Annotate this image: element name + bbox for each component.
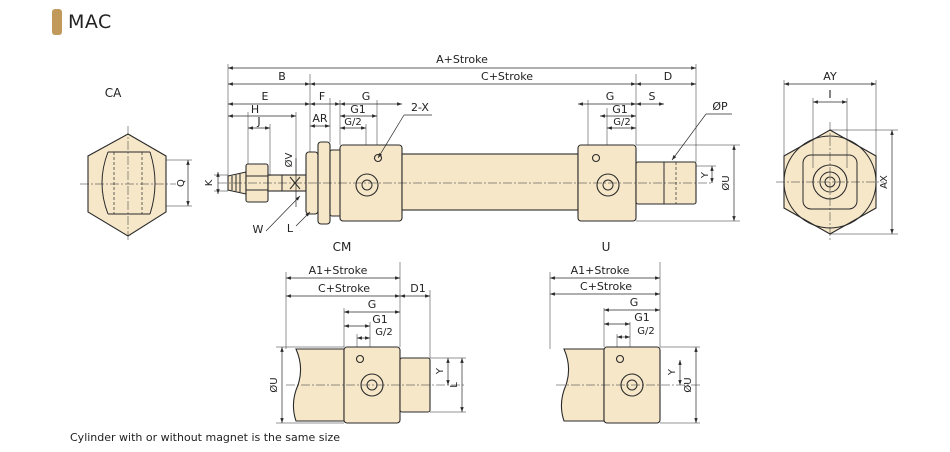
u-view: U A1+Stroke C+Stroke G G1 G/2 bbox=[549, 240, 700, 424]
u-screw bbox=[615, 354, 625, 364]
label-b: B bbox=[278, 70, 286, 83]
header: MAC bbox=[52, 8, 112, 36]
cm-view: CM A1+Stroke C+Stroke D1 G G1 bbox=[268, 240, 466, 424]
label-k: K bbox=[204, 179, 215, 186]
label-e: E bbox=[262, 90, 269, 103]
label-g1-u: G1 bbox=[634, 311, 650, 324]
label-ay: AY bbox=[823, 70, 837, 83]
label-c-stroke-cm: C+Stroke bbox=[318, 282, 370, 295]
label-g-cm: G bbox=[368, 298, 377, 311]
label-w: W bbox=[253, 223, 264, 236]
label-f: F bbox=[319, 90, 325, 103]
label-l-cm: L bbox=[449, 382, 460, 388]
label-g2-rear: G/2 bbox=[613, 117, 630, 128]
label-a1-stroke-cm: A1+Stroke bbox=[309, 264, 368, 277]
label-s: S bbox=[649, 90, 656, 103]
label-a-stroke: A+Stroke bbox=[436, 53, 488, 66]
ca-rod-outline bbox=[101, 151, 156, 215]
leader-w bbox=[265, 195, 301, 232]
cylinder-barrel bbox=[401, 153, 579, 211]
end-view: AY I AX bbox=[776, 70, 898, 242]
label-c-stroke: C+Stroke bbox=[481, 70, 533, 83]
view-label-cm: CM bbox=[333, 240, 352, 254]
ca-view: CA Q bbox=[80, 86, 192, 242]
label-g2-cm: G/2 bbox=[375, 327, 392, 338]
label-d: D bbox=[664, 70, 672, 83]
leader-p bbox=[671, 113, 707, 161]
label-v: ØV bbox=[283, 152, 295, 167]
label-l: L bbox=[287, 222, 294, 235]
main-view: A+Stroke B C+Stroke D E F G G1 G/2 AR H … bbox=[204, 53, 740, 236]
label-p: ØP bbox=[712, 100, 728, 113]
footnote: Cylinder with or without magnet is the s… bbox=[70, 431, 341, 444]
label-c-stroke-u: C+Stroke bbox=[580, 280, 632, 293]
label-y: Y bbox=[700, 171, 711, 179]
leader-l bbox=[295, 211, 311, 227]
label-u: ØU bbox=[720, 175, 732, 190]
label-y-u: Y bbox=[667, 368, 678, 376]
label-ar: AR bbox=[312, 112, 328, 125]
rear-port bbox=[596, 173, 620, 197]
label-j: J bbox=[256, 115, 260, 128]
label-2x: 2-X bbox=[411, 101, 429, 114]
label-g2-u: G/2 bbox=[637, 326, 654, 337]
label-u-cm: ØU bbox=[268, 377, 280, 392]
label-g1-front: G1 bbox=[350, 103, 366, 116]
label-a1-stroke-u: A1+Stroke bbox=[571, 264, 630, 277]
label-g1-rear: G1 bbox=[612, 103, 628, 116]
leader-2x bbox=[377, 114, 405, 159]
rear-screw bbox=[591, 153, 601, 163]
label-i: I bbox=[828, 88, 831, 101]
label-g-front: G bbox=[362, 90, 371, 103]
view-label-ca: CA bbox=[105, 86, 122, 100]
label-u-u: ØU bbox=[682, 377, 694, 392]
badge-icon bbox=[52, 9, 62, 35]
label-q: Q bbox=[176, 179, 187, 187]
cm-screw bbox=[355, 354, 365, 364]
rear-port-inner bbox=[602, 179, 614, 191]
label-g1-cm: G1 bbox=[372, 313, 388, 326]
label-g-u: G bbox=[630, 296, 639, 309]
page-title: MAC bbox=[68, 11, 112, 33]
label-h: H bbox=[251, 103, 259, 116]
label-ax: AX bbox=[879, 175, 890, 189]
front-port-inner bbox=[361, 179, 373, 191]
label-d1: D1 bbox=[410, 282, 425, 295]
view-label-u: U bbox=[602, 240, 611, 254]
ca-hex-flange bbox=[87, 133, 167, 237]
label-g-rear: G bbox=[606, 90, 615, 103]
label-g2-front: G/2 bbox=[344, 117, 361, 128]
front-port bbox=[355, 173, 379, 197]
label-y-cm: Y bbox=[435, 367, 446, 375]
